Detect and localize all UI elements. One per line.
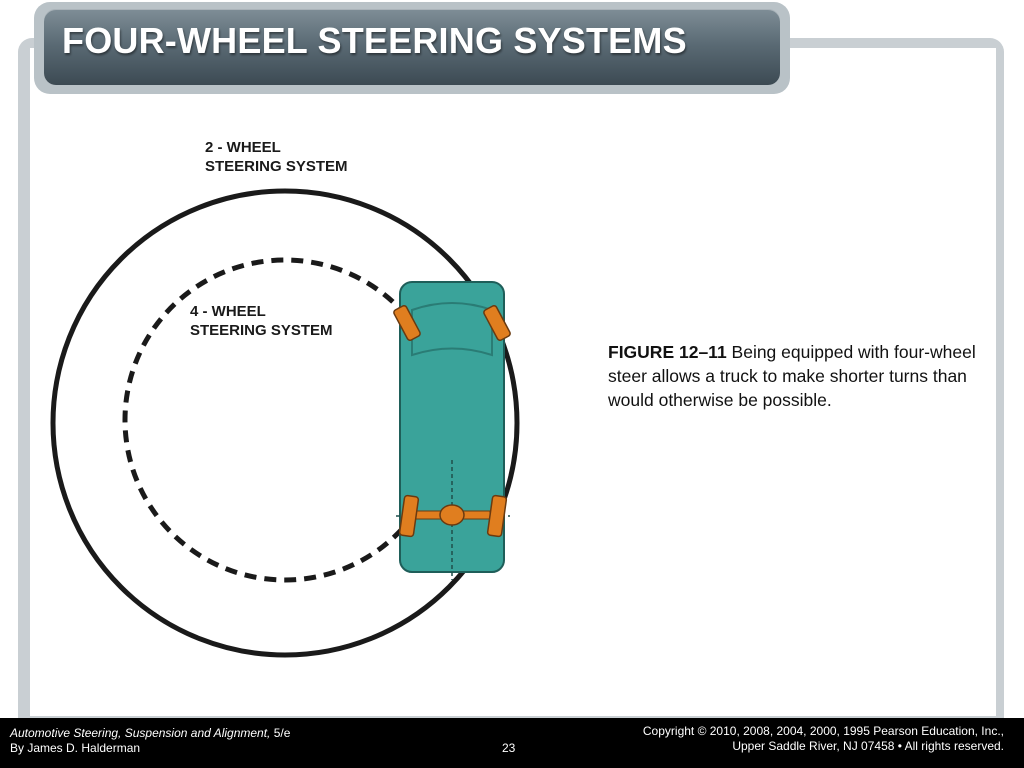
truck-cab-outline bbox=[411, 302, 493, 357]
copyright-line-2: Upper Saddle River, NJ 07458 • All right… bbox=[732, 739, 1004, 753]
slide-title: FOUR-WHEEL STEERING SYSTEMS bbox=[62, 20, 687, 61]
page-number: 23 bbox=[502, 741, 516, 755]
four-wheel-turn-circle bbox=[122, 257, 448, 583]
label-2wheel-line2: STEERING SYSTEM bbox=[205, 158, 348, 175]
label-4wheel-line1: 4 - WHEEL bbox=[190, 303, 266, 320]
label-4wheel-line2: STEERING SYSTEM bbox=[190, 322, 333, 339]
two-wheel-turn-circle bbox=[50, 188, 520, 658]
title-bar bbox=[44, 9, 780, 85]
book-edition: 5/e bbox=[270, 726, 291, 740]
caption-text: Being equipped with four-wheel steer all… bbox=[608, 342, 976, 410]
steering-diagram: 2 - WHEEL STEERING SYSTEM 4 - WHEEL STEE… bbox=[50, 139, 520, 658]
truck bbox=[393, 281, 511, 580]
front-left-wheel bbox=[393, 305, 421, 341]
front-right-wheel bbox=[483, 305, 511, 341]
footer-book-title: Automotive Steering, Suspension and Alig… bbox=[10, 726, 290, 740]
differential bbox=[439, 504, 465, 526]
footer-bar: Automotive Steering, Suspension and Alig… bbox=[0, 718, 1024, 768]
book-title: Automotive Steering, Suspension and Alig… bbox=[10, 726, 271, 740]
figure-caption: FIGURE 12–11 Being equipped with four-wh… bbox=[608, 340, 978, 412]
copyright-line-1: Copyright © 2010, 2008, 2004, 2000, 1995… bbox=[642, 724, 1004, 738]
footer-author: By James D. Halderman bbox=[10, 741, 141, 755]
rear-right-wheel bbox=[486, 494, 508, 538]
figure-number: FIGURE 12–11 bbox=[608, 342, 727, 362]
label-2wheel-line1: 2 - WHEEL bbox=[205, 139, 281, 156]
rear-left-wheel bbox=[398, 494, 420, 538]
